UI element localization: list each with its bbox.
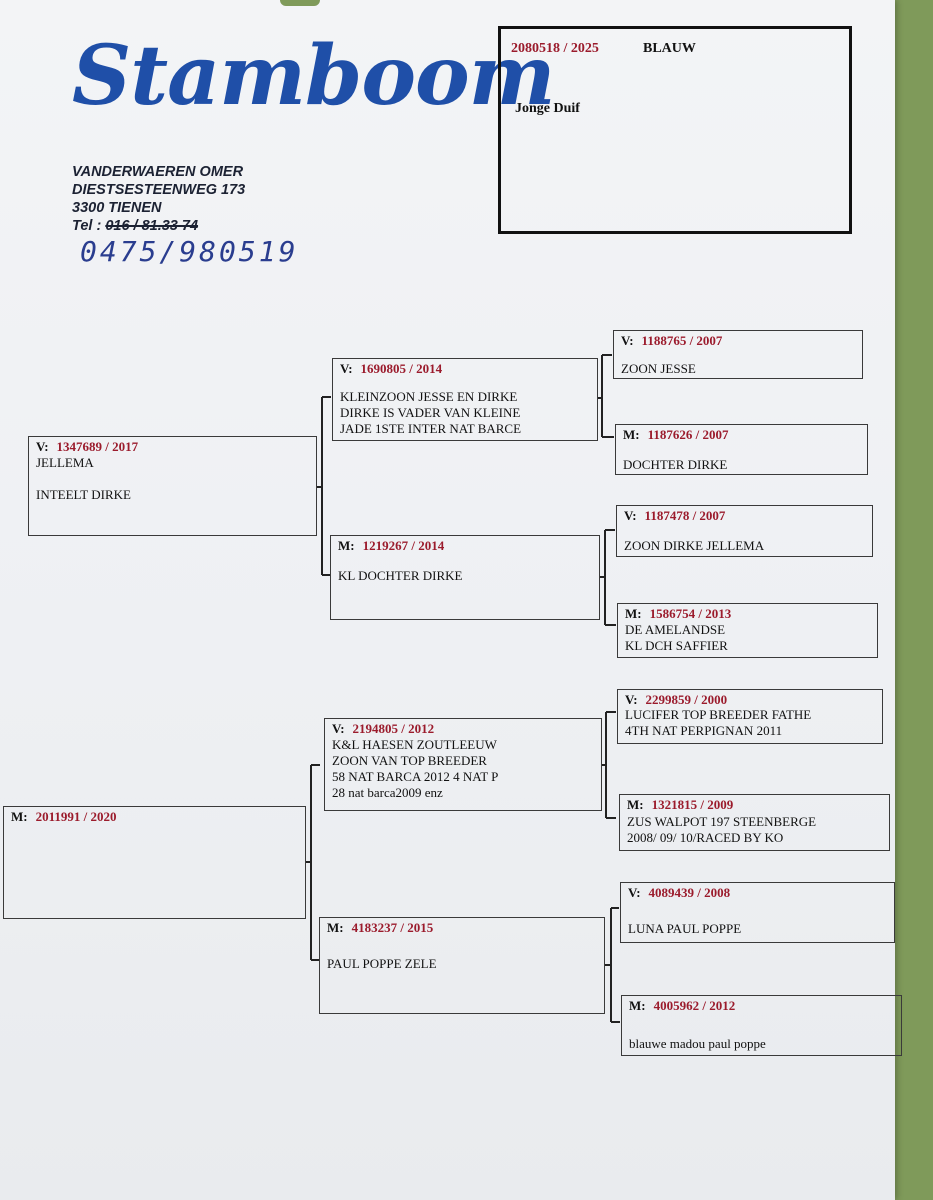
note-line: JADE 1STE INTER NAT BARCE (340, 421, 522, 436)
mm-mother-box: M: 4005962 / 2012 blauwe madou paul poppe (621, 995, 902, 1056)
note-line (628, 905, 741, 921)
sex-label: V: (332, 721, 345, 736)
sex-label: M: (338, 538, 355, 553)
sex-label: M: (11, 809, 28, 824)
maternal-grandfather-box: V: 2194805 / 2012 K&L HAESEN ZOUTLEEUW ZO… (324, 718, 602, 811)
note-line: PAUL POPPE ZELE (327, 956, 437, 971)
ring-number: 1187626 / 2007 (647, 427, 729, 442)
sex-label: M: (629, 998, 646, 1013)
subject-name: Jonge Duif (515, 101, 580, 116)
note-line (338, 552, 462, 568)
maternal-grandmother-box: M: 4183237 / 2015 PAUL POPPE ZELE (319, 917, 605, 1014)
ring-number: 1690805 / 2014 (360, 361, 443, 376)
mother-box: M: 2011991 / 2020 (3, 806, 306, 919)
owner-name: VANDERWAEREN OMER (72, 164, 244, 180)
note-line: JELLEMA (36, 455, 94, 470)
ring-number: 4183237 / 2015 (351, 920, 434, 935)
note-line: KL DOCHTER DIRKE (338, 568, 463, 583)
fm-mother-box: M: 1586754 / 2013 DE AMELANDSE KL DCH SAF… (617, 603, 878, 658)
note-line: 2008/ 09/ 10/RACED BY KO (627, 830, 784, 845)
note-line: ZOON DIRKE JELLEMA (624, 538, 765, 553)
ff-father-box: V: 1188765 / 2007 ZOON JESSE (613, 330, 863, 379)
handwritten-phone: 0475/980519 (80, 235, 299, 268)
note-line (621, 345, 696, 361)
paternal-grandmother-box: M: 1219267 / 2014 KL DOCHTER DIRKE (330, 535, 600, 620)
note-line: DIRKE IS VADER VAN KLEINE (340, 405, 521, 420)
ring-number: 2011991 / 2020 (35, 809, 117, 824)
note-line: blauwe madou paul poppe (629, 1036, 766, 1051)
mf-mother-box: M: 1321815 / 2009 ZUS WALPOT 197 STEENBER… (619, 794, 890, 851)
note-line (327, 940, 437, 956)
owner-address: VANDERWAEREN OMER DIESTSESTEENWEG 173 33… (72, 163, 245, 235)
note-line: DOCHTER DIRKE (623, 457, 728, 472)
fm-father-box: V: 1187478 / 2007 ZOON DIRKE JELLEMA (616, 505, 873, 557)
sex-label: V: (621, 333, 634, 348)
note-line (629, 1020, 766, 1036)
owner-street: DIESTSESTEENWEG 173 (72, 182, 246, 198)
pedigree-sheet: Stamboom VANDERWAEREN OMER DIESTSESTEENW… (0, 0, 902, 1200)
owner-city: 3300 TIENEN (72, 200, 162, 216)
note-line (36, 471, 131, 487)
ring-number: 1347689 / 2017 (56, 439, 139, 454)
subject-ring-number: 2080518 / 2025 (511, 41, 599, 56)
sex-label: V: (36, 439, 49, 454)
sex-label: M: (625, 606, 642, 621)
note-line: KL DCH SAFFIER (625, 638, 728, 653)
note-line: LUCIFER TOP BREEDER FATHE (625, 707, 812, 722)
ring-number: 1187478 / 2007 (644, 508, 726, 523)
ff-mother-box: M: 1187626 / 2007 DOCHTER DIRKE (615, 424, 868, 475)
note-line: DE AMELANDSE (625, 622, 726, 637)
sex-label: V: (625, 692, 638, 707)
subject-info-box: 2080518 / 2025 BLAUW Jonge Duif (498, 26, 852, 234)
note-line: ZOON JESSE (621, 361, 696, 376)
pedigree-connector-lines (305, 354, 620, 1023)
note-line: KLEINZOON JESSE EN DIRKE (340, 389, 518, 404)
ring-number: 1188765 / 2007 (641, 333, 723, 348)
ring-number: 2299859 / 2000 (645, 692, 728, 707)
ring-number: 4089439 / 2008 (648, 885, 731, 900)
owner-phone: Tel : 016 / 81.33 74 (72, 217, 245, 235)
note-line: 28 nat barca2009 enz (332, 785, 443, 800)
paper-edge (280, 0, 320, 6)
sex-label: M: (327, 920, 344, 935)
subject-color: BLAUW (643, 41, 696, 56)
ring-number: 1219267 / 2014 (362, 538, 445, 553)
sex-label: V: (624, 508, 637, 523)
sex-label: V: (340, 361, 353, 376)
mf-father-box: V: 2299859 / 2000 LUCIFER TOP BREEDER FAT… (617, 689, 883, 744)
note-line: INTEELT DIRKE (36, 487, 131, 502)
sex-label: V: (628, 885, 641, 900)
phone-crossed-out: 016 / 81.33 74 (105, 218, 199, 234)
note-line (340, 373, 521, 389)
note-line (624, 522, 764, 538)
father-box: V: 1347689 / 2017 JELLEMA INTEELT DIRKE (28, 436, 317, 536)
mm-father-box: V: 4089439 / 2008 LUNA PAUL POPPE (620, 882, 895, 943)
note-line: K&L HAESEN ZOUTLEEUW (332, 737, 497, 752)
paternal-grandfather-box: V: 1690805 / 2014 KLEINZOON JESSE EN DIRK… (332, 358, 598, 441)
stamboom-logo: Stamboom (72, 28, 555, 124)
ring-number: 4005962 / 2012 (653, 998, 736, 1013)
ring-number: 1586754 / 2013 (649, 606, 732, 621)
note-line: LUNA PAUL POPPE (628, 921, 742, 936)
sex-label: M: (623, 427, 640, 442)
ring-number: 1321815 / 2009 (651, 797, 734, 812)
note-line: ZUS WALPOT 197 STEENBERGE (627, 814, 817, 829)
note-line (623, 441, 727, 457)
phone-label: Tel : (72, 218, 102, 234)
note-line: 58 NAT BARCA 2012 4 NAT P (332, 769, 499, 784)
ring-number: 2194805 / 2012 (352, 721, 435, 736)
note-line: 4TH NAT PERPIGNAN 2011 (625, 723, 783, 738)
sex-label: M: (627, 797, 644, 812)
note-line: ZOON VAN TOP BREEDER (332, 753, 487, 768)
